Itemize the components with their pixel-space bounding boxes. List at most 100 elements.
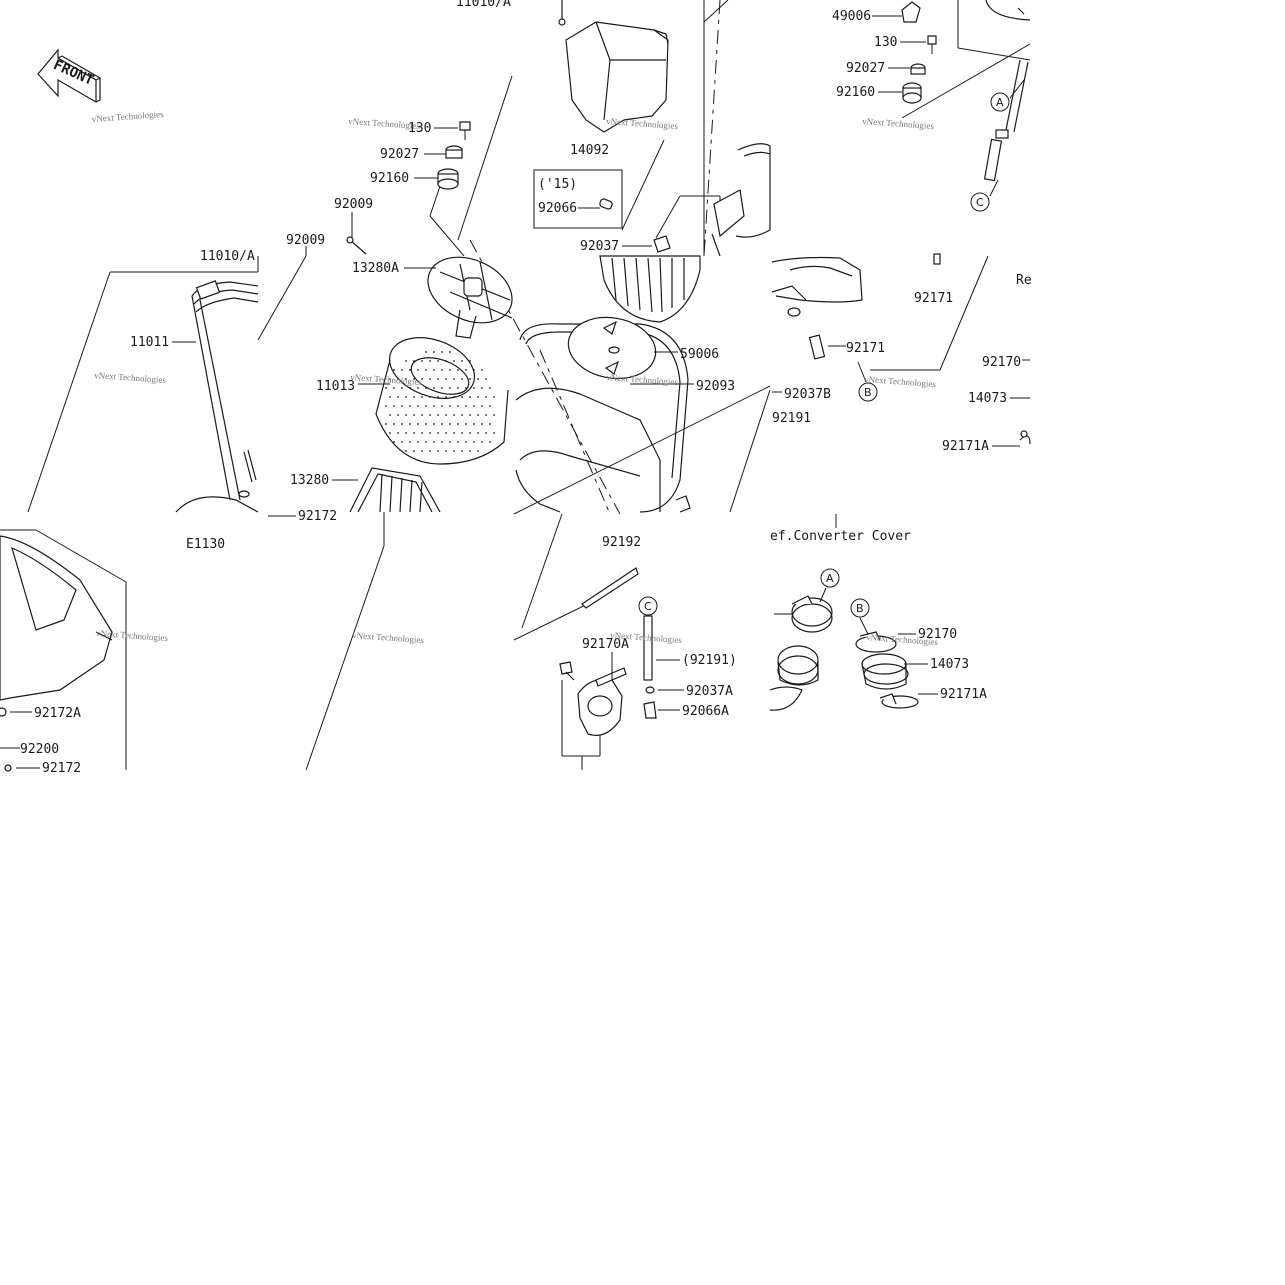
label-92037B: 92037B <box>784 387 831 402</box>
filter-dot <box>405 414 407 416</box>
label-13280A: 13280A <box>352 261 399 276</box>
filter-dot <box>409 423 411 425</box>
label-92172-bot: 92172 <box>42 761 81 776</box>
filter-dot <box>401 441 403 443</box>
filter-dots <box>385 351 495 452</box>
label-92170-right: 92170 <box>982 355 1021 370</box>
label-13280: 13280 <box>290 473 329 488</box>
filter-dot <box>465 441 467 443</box>
filter-dot <box>481 423 483 425</box>
filter-dot <box>445 378 447 380</box>
label-92027-left: 92027 <box>380 147 419 162</box>
filter-dot <box>417 369 419 371</box>
filter-dot <box>445 414 447 416</box>
filter-dot <box>469 450 471 452</box>
filter-dot <box>461 360 463 362</box>
part-duct-11011 <box>175 280 259 513</box>
filter-dot <box>409 405 411 407</box>
filter-dot <box>389 378 391 380</box>
part-tube-92171 <box>808 253 941 360</box>
filter-dot <box>485 414 487 416</box>
filter-dot <box>413 396 415 398</box>
filter-dot <box>421 396 423 398</box>
filter-dot <box>405 360 407 362</box>
filter-dot <box>405 432 407 434</box>
filter-dot <box>477 432 479 434</box>
part-clamps-bottom <box>769 430 1031 711</box>
filter-dot <box>461 450 463 452</box>
filter-dot <box>437 360 439 362</box>
filter-dot <box>461 378 463 380</box>
callout-c-top <box>970 192 990 212</box>
part-case-top <box>599 255 701 323</box>
watermark: vNext Technologies <box>91 109 164 124</box>
filter-dot <box>425 369 427 371</box>
filter-dot <box>461 432 463 434</box>
filter-dot <box>453 414 455 416</box>
filter-dot <box>397 378 399 380</box>
filter-dot <box>461 396 463 398</box>
filter-dot <box>453 378 455 380</box>
filter-dot <box>445 432 447 434</box>
label-92191-paren: (92191) <box>682 653 737 668</box>
label-92170A: 92170A <box>582 637 629 652</box>
filter-dot <box>421 378 423 380</box>
part-bottom-cover <box>559 567 657 736</box>
filter-dot <box>417 441 419 443</box>
filter-dot <box>485 378 487 380</box>
part-housing-right <box>711 143 863 317</box>
filter-dot <box>437 432 439 434</box>
filter-dot <box>457 405 459 407</box>
callout-b-mid-label: B <box>864 386 872 399</box>
filter-dot <box>457 387 459 389</box>
label-14073-bot: 14073 <box>930 657 969 672</box>
filter-dot <box>481 369 483 371</box>
filter-dot <box>445 396 447 398</box>
filter-dot <box>473 405 475 407</box>
label-49006: 49006 <box>832 9 871 24</box>
filter-dot <box>421 414 423 416</box>
filter-dot <box>433 405 435 407</box>
label-11011: 11011 <box>130 335 169 350</box>
label-92192: 92192 <box>602 535 641 550</box>
filter-dot <box>401 423 403 425</box>
filter-dot <box>429 450 431 452</box>
filter-dot <box>393 387 395 389</box>
filter-dot <box>481 405 483 407</box>
part-resonator-14092 <box>565 21 669 133</box>
filter-dot <box>425 387 427 389</box>
watermark: vNext Technologies <box>94 370 167 385</box>
filter-dot <box>433 351 435 353</box>
label-ref-converter-cover: ef.Converter Cover <box>770 529 911 544</box>
label-92066: 92066 <box>538 201 577 216</box>
filter-dot <box>425 405 427 407</box>
callout-b-mid <box>858 382 878 402</box>
filter-dot <box>437 396 439 398</box>
filter-dot <box>453 396 455 398</box>
filter-dot <box>493 414 495 416</box>
filter-dot <box>473 369 475 371</box>
filter-dot <box>453 450 455 452</box>
filter-dot <box>489 405 491 407</box>
callout-a-bot-label: A <box>826 572 834 585</box>
filter-dot <box>437 450 439 452</box>
callout-b-bot-label: B <box>856 602 864 615</box>
label-92066A: 92066A <box>682 704 729 719</box>
filter-dot <box>397 432 399 434</box>
filter-dot <box>489 441 491 443</box>
filter-dot <box>473 387 475 389</box>
filter-dot <box>457 423 459 425</box>
filter-dot <box>413 378 415 380</box>
watermarks: vNext Technologies vNext Technologies vN… <box>91 109 938 647</box>
callout-a-top-label: A <box>996 96 1004 109</box>
label-14092: 14092 <box>570 143 609 158</box>
filter-dot <box>405 396 407 398</box>
filter-dot <box>401 369 403 371</box>
filter-dot <box>389 396 391 398</box>
filter-dot <box>469 378 471 380</box>
filter-dot <box>433 369 435 371</box>
filter-dot <box>453 432 455 434</box>
part-air-cleaner-cover <box>0 535 113 701</box>
label-92160-left: 92160 <box>370 171 409 186</box>
label-92009-a: 92009 <box>334 197 373 212</box>
